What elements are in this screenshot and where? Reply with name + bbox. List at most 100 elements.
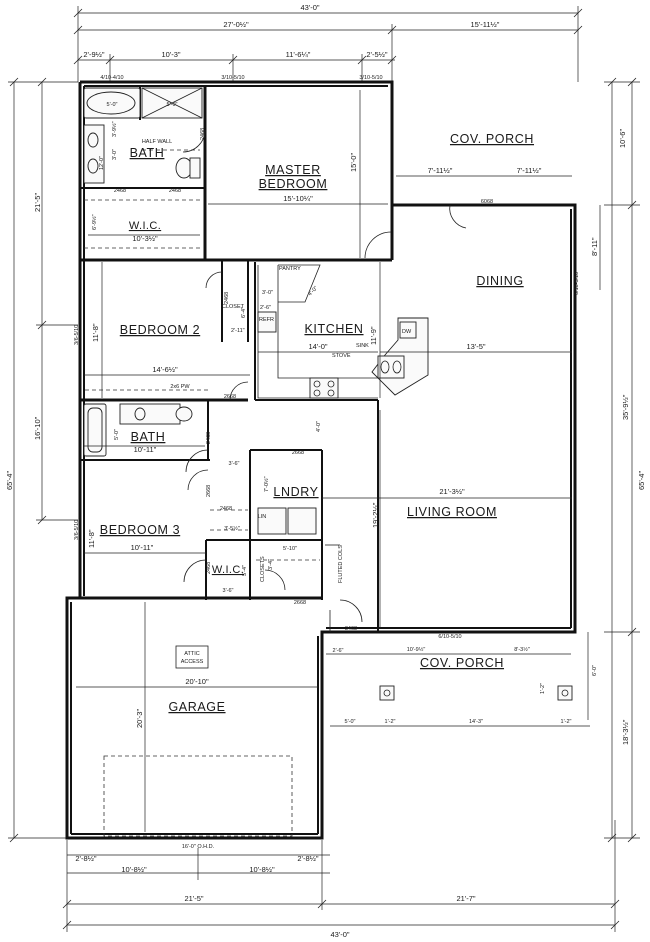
fluted-cols-label: FLUTED COLS bbox=[338, 545, 344, 583]
dim-overall-right: 65'-4" bbox=[637, 471, 646, 490]
dim-br3-h: 11'-8" bbox=[87, 529, 96, 548]
dim-wic2-w: 3'-6" bbox=[223, 588, 234, 594]
dim-garage-w: 20'-10" bbox=[185, 677, 209, 686]
dim-br3-win: 3/6-5/10 bbox=[74, 520, 80, 540]
half-wall-label: HALF WALL bbox=[142, 139, 172, 145]
stove-label: STOVE bbox=[332, 353, 351, 359]
dim-porch2-g: 1'-2" bbox=[561, 719, 572, 725]
dim-door-i: 2668 bbox=[294, 600, 306, 606]
dim-overall-top: 43'-0" bbox=[300, 3, 319, 12]
dim-door-h: 2468 bbox=[206, 562, 212, 574]
dim-door-68: 6068 bbox=[481, 199, 493, 205]
dim-door-f: 2668 bbox=[292, 450, 304, 456]
dim-door-c: 2468 bbox=[169, 188, 181, 194]
dining-label: DINING bbox=[476, 274, 523, 288]
dim-porch2-d: 5'-0" bbox=[345, 719, 356, 725]
dim-right-porch: 10'-6" bbox=[618, 129, 627, 148]
master-bedroom-label-1: MASTER bbox=[265, 163, 321, 177]
room-labels: COV. PORCH MASTER BEDROOM BATH HALF WALL… bbox=[100, 132, 534, 850]
dim-bath-a: 3'-9½" bbox=[111, 121, 118, 137]
dim-left-h: 16'-10" bbox=[33, 416, 42, 440]
dim-wic2-h: 5'-4" bbox=[242, 565, 248, 576]
dim-pantry-a: 3'-0" bbox=[262, 290, 273, 296]
dim-porch2-h: 6'-0" bbox=[592, 665, 598, 676]
dim-porch2-h2: 1'-2" bbox=[540, 683, 546, 694]
dim-top-d: 2'-5½" bbox=[366, 50, 388, 59]
dim-door-b: 2468 bbox=[114, 188, 126, 194]
attic-label-2: ACCESS bbox=[181, 659, 204, 665]
attic-label-1: ATTIC bbox=[184, 651, 200, 657]
dim-door-2x6: 2x6 PW bbox=[170, 384, 190, 390]
dim-porch2-e: 1'-2" bbox=[385, 719, 396, 725]
dim-door-g: 2668 bbox=[206, 485, 212, 497]
dim-closet-a: 2468 bbox=[224, 292, 230, 304]
dim-porch2-a: 2'-6" bbox=[333, 648, 344, 654]
dim-dining-h: 8'-11" bbox=[590, 237, 599, 256]
dim-porch2-b: 10'-9½" bbox=[407, 646, 426, 653]
dim-win-1: 4/10-4/10 bbox=[100, 75, 123, 81]
dim-wic-a: 6'-9½" bbox=[91, 214, 98, 230]
dim-door-d: 2668 bbox=[224, 394, 236, 400]
dim-overall-left: 65'-4" bbox=[5, 471, 14, 490]
dim-bath-c: 12'-0" bbox=[99, 156, 105, 170]
dim-bot-left: 21'-5" bbox=[184, 894, 203, 903]
dim-dining-win: 6/10-5/10 bbox=[574, 272, 580, 295]
dim-closet-b: 6'-4" bbox=[241, 307, 247, 318]
master-bedroom-label-2: BEDROOM bbox=[259, 177, 328, 191]
dim-bath2-w: 10'-11" bbox=[134, 445, 157, 454]
garage-door-label: 16'-0" O.H.D. bbox=[182, 844, 215, 850]
dim-win-2: 3/10-5/10 bbox=[221, 75, 244, 81]
living-room-label: LIVING ROOM bbox=[407, 505, 497, 519]
bedroom-2-label: BEDROOM 2 bbox=[120, 323, 200, 337]
dim-lin-w: 3'-5½" bbox=[224, 525, 240, 532]
wic-1-label: W.I.C. bbox=[129, 220, 161, 232]
dim-pantry-c: 2'-6" bbox=[260, 305, 271, 311]
dim-br2-win: 3/6-5/10 bbox=[74, 325, 80, 345]
refr-label: REFR bbox=[259, 317, 274, 323]
dim-br3-w: 10'-11" bbox=[131, 543, 154, 552]
dim-dining-w: 13'-5" bbox=[466, 342, 485, 351]
dim-mb-w: 15'-10¼" bbox=[283, 194, 313, 203]
interior-walls bbox=[67, 86, 394, 632]
dim-pantry-b: 4'-0" bbox=[307, 285, 319, 297]
dim-top-a: 2'-9½" bbox=[83, 50, 105, 59]
dim-closet-c: 2'-11" bbox=[231, 328, 245, 334]
closets-label: CLOSETS bbox=[260, 556, 266, 582]
dim-clos-h: 3'-4" bbox=[268, 559, 274, 570]
dim-bot-d: 10'-8½" bbox=[249, 865, 275, 874]
dim-right-h: 35'-9½" bbox=[621, 394, 630, 420]
sink-label: SINK bbox=[356, 343, 369, 349]
dim-door-a: 2468 bbox=[200, 128, 206, 140]
closet-label: CLOSET bbox=[222, 304, 245, 310]
dim-porch-a: 7'-11½" bbox=[428, 166, 453, 175]
dim-porch2-win: 6/10-5/10 bbox=[438, 634, 461, 640]
dim-garage-h: 20'-3" bbox=[135, 709, 144, 728]
dim-living-w: 21'-3½" bbox=[439, 487, 465, 496]
dim-lndry-a: 7'-0½" bbox=[263, 476, 270, 492]
dim-lin-a: 2468 bbox=[220, 506, 232, 512]
dim-living-h: 19'-2½" bbox=[371, 502, 380, 528]
dim-porch2-f: 14'-3" bbox=[469, 719, 483, 725]
dim-bot-right: 21'-7" bbox=[456, 894, 475, 903]
laundry-label: LNDRY bbox=[273, 485, 318, 499]
bedroom-3-label: BEDROOM 3 bbox=[100, 523, 180, 537]
dim-mb-h: 15'-0" bbox=[349, 153, 358, 172]
dim-bath-5b: 5'-0" bbox=[167, 102, 178, 108]
dim-overall-bottom: 43'-0" bbox=[330, 930, 349, 939]
dim-porch-b: 7'-11½" bbox=[517, 166, 542, 175]
cov-porch-bottom-label: COV. PORCH bbox=[420, 656, 504, 670]
dim-top-right: 15'-11½" bbox=[471, 20, 500, 29]
dimension-labels: 43'-0" 27'-0½" 15'-11½" 2'-9½" 10'-3" 11… bbox=[5, 3, 646, 939]
garage-label: GARAGE bbox=[168, 700, 225, 714]
kitchen-label: KITCHEN bbox=[304, 322, 363, 336]
dim-bot-b: 2'-8½" bbox=[297, 854, 319, 863]
bath-1-label: BATH bbox=[130, 146, 165, 160]
wic-2-label: W.I.C. bbox=[212, 564, 244, 576]
dim-win-3: 3/10-5/10 bbox=[359, 75, 382, 81]
dim-porch2-c: 8'-3½" bbox=[514, 646, 530, 653]
dim-bath-5a: 5'-0" bbox=[107, 102, 118, 108]
dim-bath2-a: 5'-0" bbox=[114, 429, 120, 440]
dim-hall-4: 4'-0" bbox=[316, 421, 322, 432]
dim-bath-b: 3'-0" bbox=[112, 149, 118, 160]
